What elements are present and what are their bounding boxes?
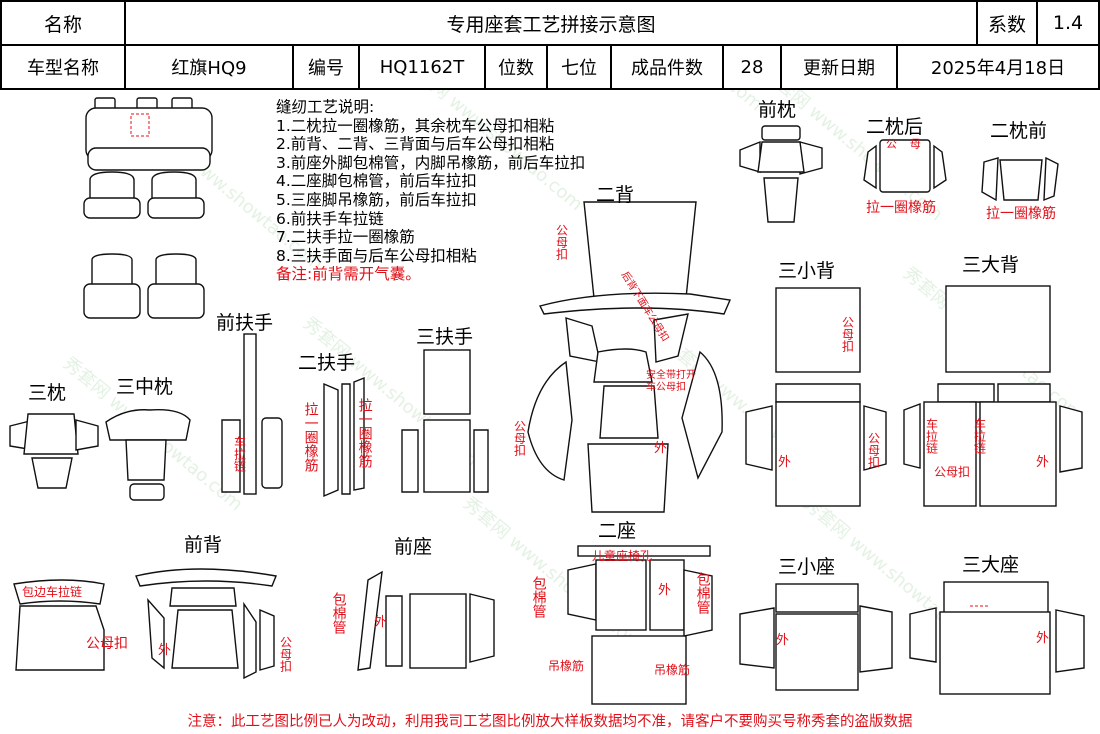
notes-remark: 备注:前背需开气囊。 [276, 265, 421, 284]
second-back-pattern [527, 201, 732, 513]
annot-elastic-loop: 拉一圈橡筋 [302, 402, 319, 472]
note-item: 7.二扶手拉一圈橡筋 [276, 228, 415, 247]
date-label: 更新日期 [780, 44, 898, 90]
code-value: HQ1162T [358, 44, 486, 90]
annot-buckle: 公母扣 [866, 432, 881, 468]
annot-cotton-tube: 包棉管 [530, 576, 547, 618]
second-armrest-pattern [323, 376, 365, 498]
second-headrest-front-pattern [981, 156, 1059, 202]
annot-zipper: 车拉链 [924, 418, 939, 454]
label-third-large-seat: 三大座 [962, 554, 1020, 576]
notes-title: 缝纫工艺说明: [276, 98, 375, 116]
annot-outer: 外 [778, 455, 792, 470]
annot-edge-zipper: 包边车拉链 [22, 585, 83, 599]
label-front-back: 前背 [184, 534, 223, 556]
front-back-pattern [13, 568, 277, 680]
annot-outer: 外 [374, 615, 388, 630]
annot-outer: 外 [776, 633, 790, 648]
note-item: 2.前背、二背、三背面与后车公母扣相粘 [276, 135, 555, 154]
model-value: 红旗HQ9 [124, 44, 294, 90]
annot-buckle: 公母扣 [554, 224, 569, 260]
annot-outer: 外 [1036, 631, 1050, 646]
seat-layout-overview [83, 97, 213, 319]
second-seat-pattern [567, 545, 713, 705]
annot-elastic-loop: 拉一圈橡筋 [986, 206, 1056, 222]
annot-male: 公 [884, 138, 898, 149]
annot-outer: 外 [1036, 455, 1050, 470]
annot-safety-belt: 安全带打开车公母扣 [646, 370, 696, 393]
third-small-back-pattern [745, 287, 887, 507]
label-third-armrest: 三扶手 [416, 326, 474, 348]
label-second-headrest-front: 二枕前 [990, 120, 1048, 142]
third-middle-headrest-pattern [105, 409, 191, 501]
annot-female: 母 [908, 138, 922, 149]
annot-outer: 外 [658, 583, 672, 598]
label-second-armrest: 二扶手 [298, 352, 356, 374]
label-third-headrest: 三枕 [28, 382, 67, 404]
annot-elastic-loop: 拉一圈橡筋 [356, 398, 373, 468]
label-third-large-back: 三大背 [962, 254, 1020, 276]
third-small-seat-pattern [739, 583, 893, 691]
annot-zipper: 车拉链 [972, 418, 987, 454]
label-third-middle-headrest: 三中枕 [116, 376, 174, 398]
annot-cotton-tube: 包棉管 [694, 572, 711, 614]
note-item: 1.二枕拉一圈橡筋，其余枕车公母扣相粘 [276, 116, 555, 135]
label-second-back: 二背 [596, 184, 635, 206]
second-headrest-back-pattern [863, 139, 947, 193]
label-third-small-seat: 三小座 [778, 556, 836, 578]
code-label: 编号 [292, 44, 360, 90]
front-armrest-pattern [221, 333, 283, 495]
annot-buckle: 公母扣 [934, 465, 971, 479]
note-item: 6.前扶手车拉链 [276, 209, 384, 228]
sewing-notes: 缝纫工艺说明: 1.二枕拉一圈橡筋，其余枕车公母扣相粘 2.前背、二背、三背面与… [276, 98, 585, 284]
name-label: 名称 [0, 0, 126, 46]
annot-buckle: 公母扣 [512, 420, 527, 456]
third-large-seat-pattern [909, 581, 1085, 695]
label-front-headrest: 前枕 [758, 99, 797, 121]
annot-buckle: 公母扣 [278, 636, 293, 672]
pieces-value: 28 [722, 44, 782, 90]
annot-buckle: 公母扣 [86, 636, 128, 652]
annot-child-seat-hole: 儿童座椅孔 [592, 549, 653, 563]
seats-label: 位数 [484, 44, 548, 90]
annot-hang-elastic: 吊橡筋 [654, 663, 691, 677]
label-front-seat: 前座 [394, 536, 433, 558]
note-item: 5.三座脚吊橡筋，前后车拉扣 [276, 190, 477, 209]
annot-cotton-tube: 包棉管 [330, 592, 347, 634]
model-label: 车型名称 [0, 44, 126, 90]
seats-value: 七位 [546, 44, 612, 90]
annot-outer: 外 [158, 643, 172, 658]
third-armrest-pattern [401, 349, 489, 493]
label-second-headrest-back: 二枕后 [866, 116, 924, 138]
note-item: 4.二座脚包棉管，前后车拉扣 [276, 172, 477, 191]
front-headrest-pattern [739, 125, 823, 223]
label-third-small-back: 三小背 [778, 260, 836, 282]
note-item: 8.三扶手面与后车公母扣相粘 [276, 246, 477, 265]
coef-label: 系数 [976, 0, 1038, 46]
third-large-back-pattern [903, 285, 1083, 507]
annot-buckle: 公母扣 [840, 316, 855, 352]
footer-warning: 注意：此工艺图比例已人为改动，利用我司工艺图比例放大样板数据均不准，请客户不要购… [187, 714, 913, 730]
note-item: 3.前座外脚包棉管，内脚吊橡筋，前后车拉扣 [276, 153, 586, 172]
annot-hang-elastic: 吊橡筋 [548, 659, 585, 673]
label-front-armrest: 前扶手 [216, 312, 274, 334]
annot-outer: 外 [654, 441, 668, 456]
third-headrest-pattern [9, 413, 99, 489]
pieces-label: 成品件数 [610, 44, 724, 90]
annot-zipper: 车拉链 [232, 436, 247, 472]
annot-elastic-loop: 拉一圈橡筋 [866, 200, 936, 216]
date-value: 2025年4月18日 [896, 44, 1100, 90]
label-second-seat: 二座 [598, 520, 637, 542]
front-seat-pattern [357, 570, 495, 671]
